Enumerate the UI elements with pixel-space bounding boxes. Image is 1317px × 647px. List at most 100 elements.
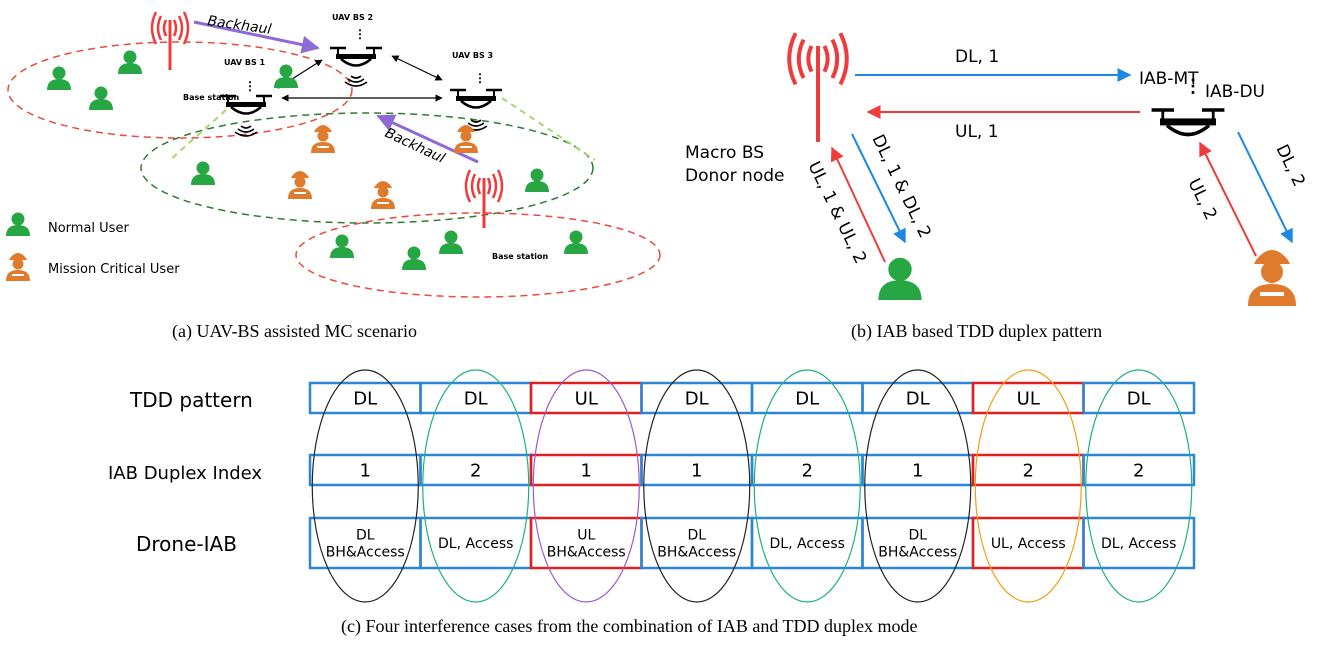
user-icon-normal (564, 230, 588, 254)
tower-icon-right (464, 168, 504, 230)
tdd-cell-label: UL (575, 388, 598, 409)
interference-case-ellipse (532, 369, 640, 603)
index-cell-label: 2 (1023, 460, 1034, 481)
link-uav2-uav3 (391, 55, 443, 81)
user-icon-mission-critical (311, 125, 335, 153)
index-cell-label: 1 (360, 460, 371, 481)
panel-a: Base station Base station Backhaul Backh… (6, 10, 661, 342)
drone-icon-uav1 (218, 94, 274, 115)
panel-c: TDD pattern IAB Duplex Index Drone-IAB D… (108, 369, 1196, 637)
interference-case-ellipse (422, 369, 530, 603)
user-icon-normal (402, 246, 426, 270)
user-icon-normal (89, 86, 113, 110)
drone-cell-label: DL, Access (770, 536, 845, 552)
index-cell-label: 2 (802, 460, 813, 481)
uav-bs1-label: UAV BS 1 (224, 58, 266, 67)
drone-icon-uav3 (448, 88, 504, 109)
macro-bs-label: Macro BS (685, 143, 764, 163)
tdd-cell-label: DL (685, 388, 709, 409)
uav2-dots: ⋮ (354, 27, 366, 41)
index-cell-label: 1 (691, 460, 702, 481)
coverage-ellipse-right (295, 212, 661, 298)
user-icon-normal (525, 168, 549, 192)
drone-cell-label: DL (908, 527, 927, 543)
ul1-mid-label: UL, 1 (955, 122, 999, 142)
uav1-dots: ⋮ (244, 79, 256, 93)
uav-bs2-label: UAV BS 2 (332, 13, 373, 22)
interference-case-ellipse (311, 369, 419, 603)
drone-cell-label: DL, Access (438, 536, 513, 552)
interference-case-ellipse (753, 369, 861, 603)
arrow-dl-to-user (851, 133, 906, 244)
tdd-cell-label: DL (906, 388, 930, 409)
backhaul-label-top: Backhaul (206, 13, 272, 38)
drone-icon-uav2 (328, 46, 384, 67)
coverage-ellipse-left (7, 41, 353, 139)
light-green-dashed-line-right (501, 97, 596, 161)
index-cell-label: 1 (912, 460, 923, 481)
user-icon-mission-critical (288, 171, 312, 199)
row-label-drone: Drone-IAB (136, 532, 237, 556)
index-cell-label: 1 (581, 460, 592, 481)
user-icon-normal (191, 161, 215, 185)
legend-normal-user-label: Normal User (48, 221, 129, 236)
iab-du-label: IAB-DU (1205, 82, 1265, 102)
caption-a: (a) UAV-BS assisted MC scenario (172, 321, 417, 342)
donor-node-label: Donor node (685, 166, 785, 186)
coverage-ellipse-center (140, 112, 594, 224)
index-cell (1082, 453, 1196, 487)
drone-cell-label: UL, Access (991, 536, 1066, 552)
row-label-index: IAB Duplex Index (108, 463, 262, 484)
right-dl2-label: DL, 2 (1272, 141, 1309, 189)
drone-cell-label: BH&Access (326, 544, 405, 560)
index-cell-label: 2 (470, 460, 481, 481)
arrow-dl2-right (1237, 131, 1293, 244)
user-icon-mission-critical (1248, 250, 1296, 306)
backhaul-arrow-top (193, 20, 320, 54)
right-ul2-label: UL, 2 (1184, 175, 1221, 223)
iab-drone-icon (1151, 108, 1225, 137)
row-label-tdd: TDD pattern (129, 388, 253, 412)
tdd-cell-label: DL (464, 388, 488, 409)
drone-cell-label: BH&Access (547, 544, 626, 560)
caption-b: (b) IAB based TDD duplex pattern (851, 321, 1102, 342)
backhaul-arrow-mid (376, 114, 479, 164)
user-icon-normal (274, 64, 298, 88)
user-icon-normal (330, 234, 354, 258)
diag-ul-label: UL, 1 & UL, 2 (804, 158, 871, 267)
drone-cell-label: BH&Access (878, 544, 957, 560)
legend-normal-user-icon (6, 212, 30, 236)
iab-dots: ⋮ (1184, 76, 1202, 96)
legend-mission-critical-icon (6, 253, 30, 281)
drone-cell-label: UL (577, 527, 595, 543)
macro-bs-tower-icon (787, 32, 849, 143)
tdd-cell-label: DL (1127, 388, 1151, 409)
base-station-left-label: Base station (183, 93, 240, 102)
legend-mission-critical-label: Mission Critical User (48, 262, 180, 277)
arrow-ul2-right (1199, 141, 1257, 257)
user-icon-normal (439, 230, 463, 254)
caption-c: (c) Four interference cases from the com… (341, 616, 917, 637)
drone-cell-label: DL, Access (1101, 536, 1176, 552)
light-green-dashed-line-left (169, 109, 227, 161)
dl1-top-label: DL, 1 (955, 47, 999, 67)
interference-case-ellipse (643, 369, 751, 603)
uav-bs3-label: UAV BS 3 (452, 51, 493, 60)
arrow-ul-from-user (830, 146, 886, 263)
uav3-dots: ⋮ (474, 71, 486, 85)
tdd-cell-label: DL (353, 388, 377, 409)
drone-cell-label: DL (356, 527, 375, 543)
base-station-right-label: Base station (492, 252, 549, 261)
interference-case-ellipse (1085, 369, 1193, 603)
user-icon-mission-critical (371, 181, 395, 209)
user-icon-normal (47, 66, 71, 90)
user-icon-normal (118, 50, 142, 74)
panel-b: Macro BS Donor node ⋮ IAB-MT IAB-DU DL, … (685, 32, 1309, 342)
interference-ellipses (311, 369, 1193, 603)
tdd-cell-label: UL (1017, 388, 1040, 409)
index-cell-label: 2 (1133, 460, 1144, 481)
tdd-cell (1082, 381, 1196, 415)
